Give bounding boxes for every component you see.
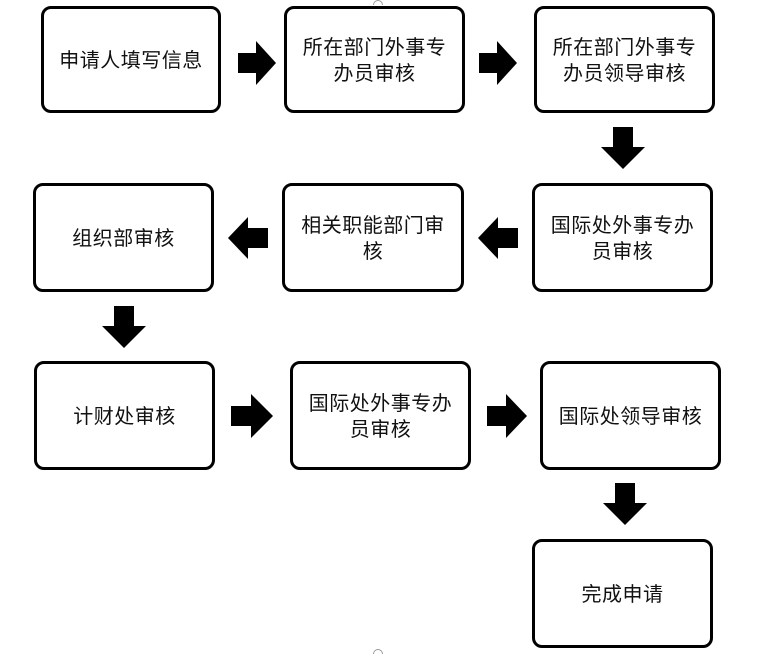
step-label: 所在部门外事专办员领导审核 [552,34,697,85]
step-label: 国际处外事专办员审核 [308,390,453,441]
flow-arrow-left-icon [228,217,268,259]
flow-arrow-down-icon [102,306,146,348]
step-box-functional-dept-review: 相关职能部门审核 [282,183,464,292]
step-label: 完成申请 [581,581,664,606]
step-box-complete-application: 完成申请 [532,539,713,648]
step-label: 计财处审核 [73,403,176,428]
anchor-mark-icon [373,649,383,654]
step-label: 申请人填写信息 [59,47,203,72]
flow-arrow-right-icon [479,41,517,85]
step-box-organization-dept-review: 组织部审核 [33,183,214,292]
flow-arrow-down-icon [603,483,647,525]
step-label: 国际处领导审核 [558,403,703,428]
step-label: 所在部门外事专办员审核 [302,34,447,85]
step-label: 组织部审核 [72,225,175,250]
anchor-mark-icon [373,0,383,5]
step-box-intl-leader-review: 国际处领导审核 [540,361,721,470]
flow-arrow-right-icon [487,394,527,438]
flow-arrow-right-icon [231,394,273,438]
step-box-finance-dept-review: 计财处审核 [34,361,215,470]
step-box-intl-officer-review-2: 国际处外事专办员审核 [290,361,471,470]
step-label: 相关职能部门审核 [301,212,445,263]
flow-arrow-down-icon [601,127,645,169]
step-box-dept-leader-review: 所在部门外事专办员领导审核 [534,6,715,113]
step-box-intl-officer-review: 国际处外事专办员审核 [532,183,713,292]
flow-arrow-right-icon [238,41,276,85]
step-label: 国际处外事专办员审核 [550,212,695,263]
step-box-dept-officer-review: 所在部门外事专办员审核 [284,6,465,113]
flow-arrow-left-icon [478,217,518,259]
step-box-fill-application-info: 申请人填写信息 [41,6,221,113]
